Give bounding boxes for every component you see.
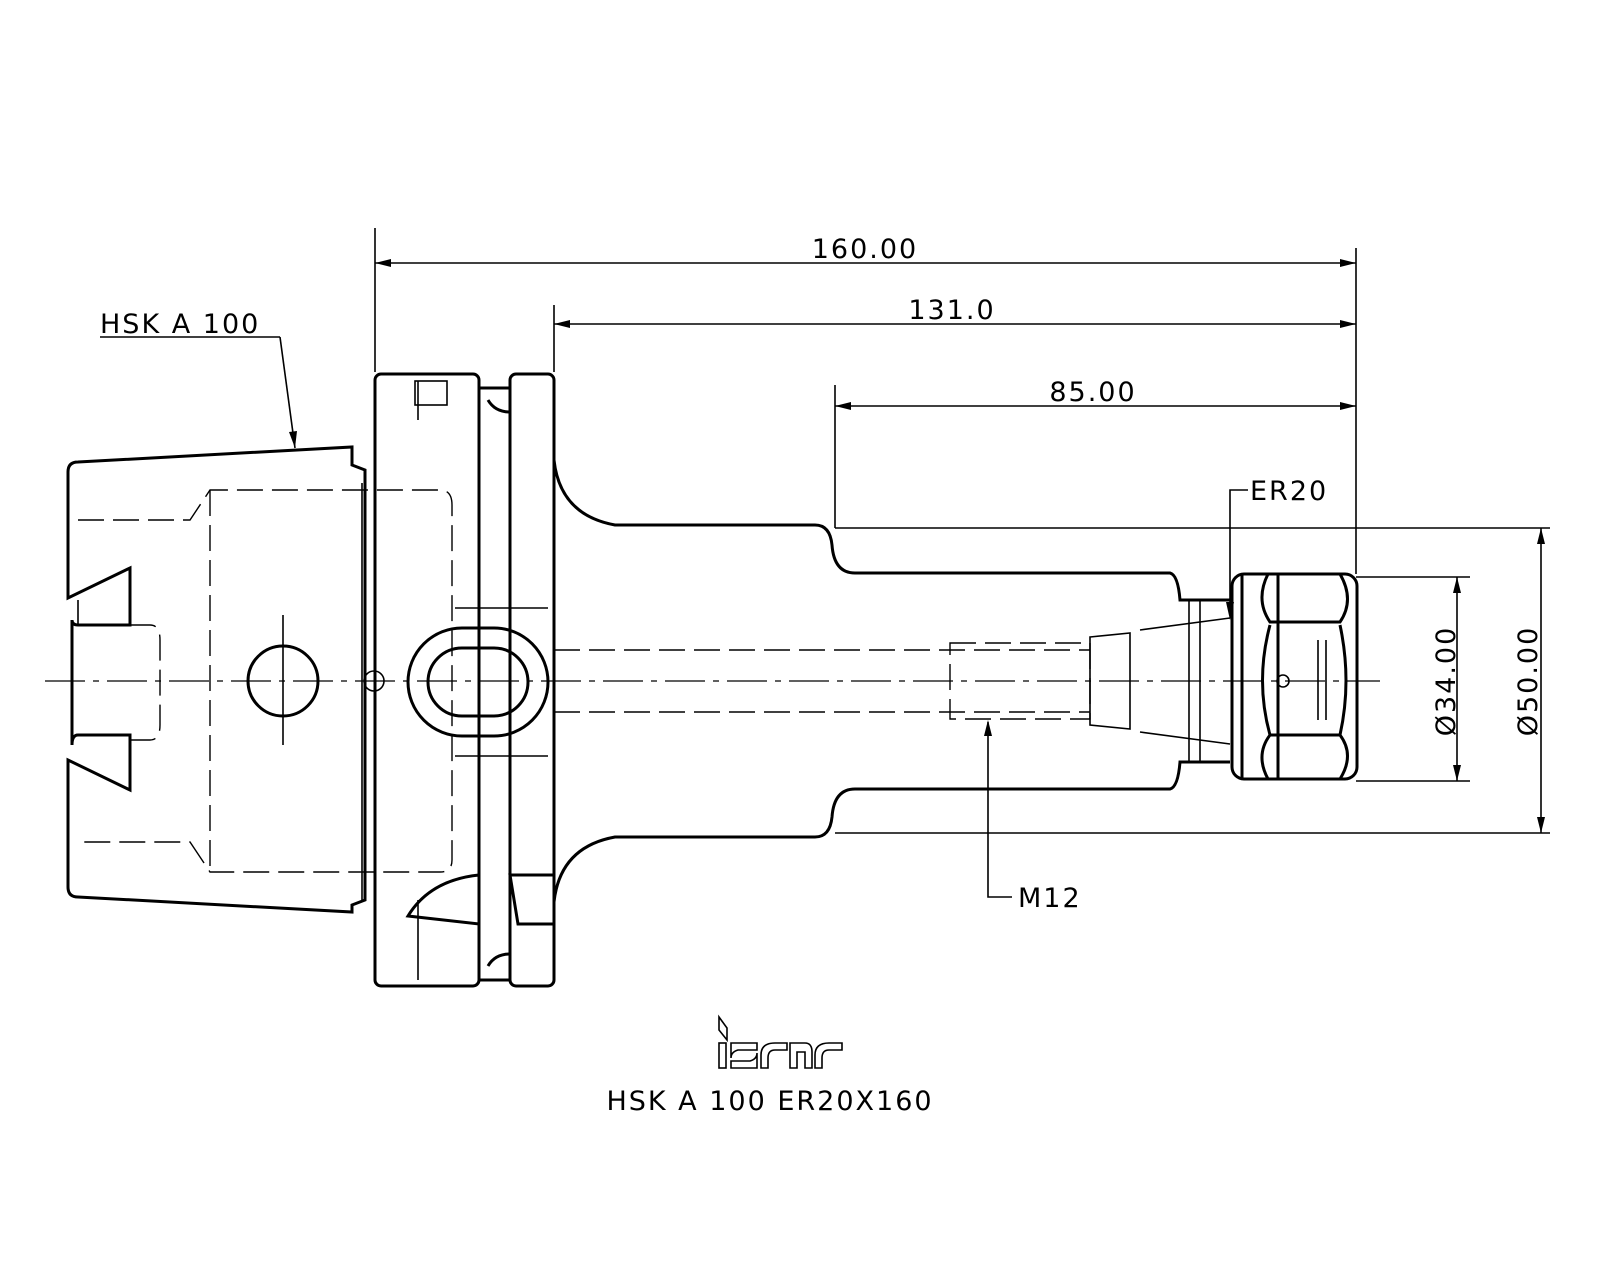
dim-body-diameter: Ø50.00 <box>1513 626 1544 737</box>
shank <box>552 459 1231 903</box>
flange <box>361 372 556 988</box>
interface-label: HSK A 100 <box>100 309 260 340</box>
dim-overall-length: 160.00 <box>812 234 918 265</box>
drawing-title: HSK A 100 ER20X160 <box>606 1086 933 1117</box>
thread-label: M12 <box>1018 883 1082 914</box>
dimensions <box>100 228 1550 898</box>
hsk-taper <box>66 445 453 914</box>
dim-nut-diameter: Ø34.00 <box>1431 626 1462 737</box>
iscar-logo <box>718 1014 843 1069</box>
collet-label: ER20 <box>1250 476 1328 507</box>
dim-flange-to-nose: 131.0 <box>908 295 995 326</box>
collet-nut <box>1230 572 1359 781</box>
dim-shank-length: 85.00 <box>1049 377 1136 408</box>
